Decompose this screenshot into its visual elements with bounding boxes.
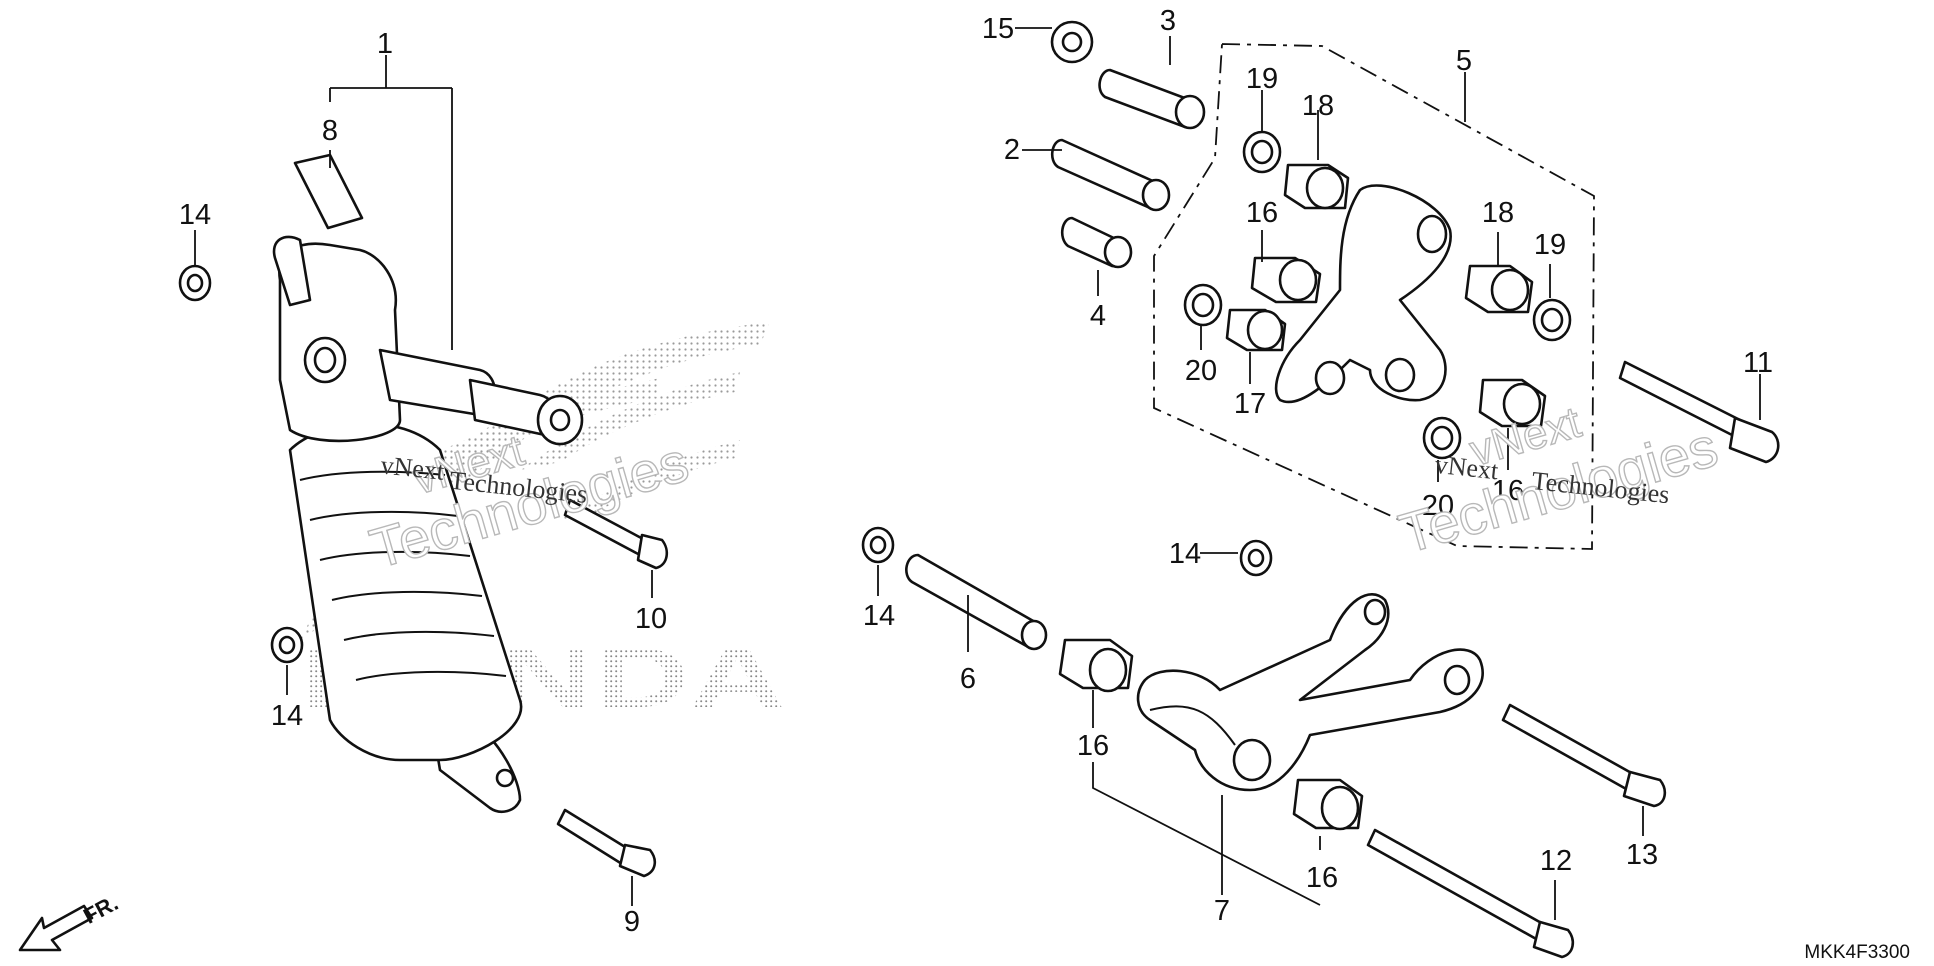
bolt-part-12[interactable] xyxy=(1366,828,1575,959)
nut-part-14-c[interactable] xyxy=(861,526,895,564)
label-3: 3 xyxy=(1160,5,1176,37)
label-16-d: 16 xyxy=(1306,862,1338,894)
bolt-part-13[interactable] xyxy=(1501,703,1667,808)
bearing-part-16-d[interactable] xyxy=(1292,778,1364,831)
leader-lines xyxy=(194,27,1761,920)
bolt-part-9[interactable] xyxy=(556,808,657,878)
label-13: 13 xyxy=(1626,839,1658,871)
label-16-c: 16 xyxy=(1077,730,1109,762)
bearing-part-18-a[interactable] xyxy=(1283,163,1350,210)
cushion-arm-part-7[interactable] xyxy=(1136,593,1484,792)
label-20-a: 20 xyxy=(1185,355,1217,387)
collar-part-3[interactable] xyxy=(1098,68,1206,130)
svg-text:vNext: vNext xyxy=(1434,450,1501,486)
label-18-a: 18 xyxy=(1302,90,1334,122)
label-19-a: 19 xyxy=(1246,63,1278,95)
seal-part-19-b[interactable] xyxy=(1532,298,1572,342)
bearing-part-17[interactable] xyxy=(1225,308,1287,352)
label-12: 12 xyxy=(1540,845,1572,877)
seal-part-20-b[interactable] xyxy=(1422,416,1462,460)
label-5: 5 xyxy=(1456,45,1472,77)
diagram-code: MKK4F3300 xyxy=(1804,942,1910,963)
label-14-c: 14 xyxy=(863,600,895,632)
seal-part-19-a[interactable] xyxy=(1242,130,1282,174)
svg-text:vNext: vNext xyxy=(379,450,446,486)
bolt-part-11[interactable] xyxy=(1618,360,1780,464)
nut-part-15[interactable] xyxy=(1050,20,1094,64)
collar-part-4[interactable] xyxy=(1060,216,1133,269)
part-number-labels: 1 2 3 4 5 6 7 8 9 10 11 12 13 14 14 14 1… xyxy=(179,5,1773,938)
collar-part-2[interactable] xyxy=(1050,138,1171,212)
nut-part-14-a[interactable] xyxy=(178,264,212,302)
bearing-part-16-c[interactable] xyxy=(1058,638,1134,693)
seal-part-20-a[interactable] xyxy=(1183,283,1223,327)
label-1: 1 xyxy=(377,28,393,60)
vnext-watermark-small-right: vNext Technologies xyxy=(1434,450,1671,510)
collar-part-6[interactable] xyxy=(905,553,1048,651)
nut-part-14-b[interactable] xyxy=(270,626,304,664)
label-7: 7 xyxy=(1214,895,1230,927)
bearing-part-16-b[interactable] xyxy=(1478,378,1547,428)
label-19-b: 19 xyxy=(1534,229,1566,261)
label-16-b: 16 xyxy=(1492,475,1524,507)
label-4: 4 xyxy=(1090,300,1106,332)
bolt-part-10[interactable] xyxy=(563,498,669,570)
label-15: 15 xyxy=(982,13,1014,45)
label-20-b: 20 xyxy=(1422,490,1454,522)
label-14-a: 14 xyxy=(179,199,211,231)
bearing-part-18-b[interactable] xyxy=(1464,264,1534,314)
label-17: 17 xyxy=(1234,388,1266,420)
label-2: 2 xyxy=(1004,134,1020,166)
front-direction-arrow: FR. xyxy=(18,890,122,952)
bearing-part-16-a[interactable] xyxy=(1250,256,1322,304)
shock-absorber-part-1[interactable] xyxy=(272,235,584,814)
label-8: 8 xyxy=(322,115,338,147)
label-16-a: 16 xyxy=(1246,197,1278,229)
link-arm-part-5[interactable] xyxy=(1274,184,1452,404)
label-11: 11 xyxy=(1743,347,1773,379)
nut-part-14-d[interactable] xyxy=(1239,539,1273,577)
label-9: 9 xyxy=(624,906,640,938)
label-14-d: 14 xyxy=(1169,538,1201,570)
label-14-b: 14 xyxy=(271,700,303,732)
label-plate-part-8[interactable] xyxy=(293,153,364,230)
label-18-b: 18 xyxy=(1482,197,1514,229)
label-6: 6 xyxy=(960,663,976,695)
label-10: 10 xyxy=(635,603,667,635)
